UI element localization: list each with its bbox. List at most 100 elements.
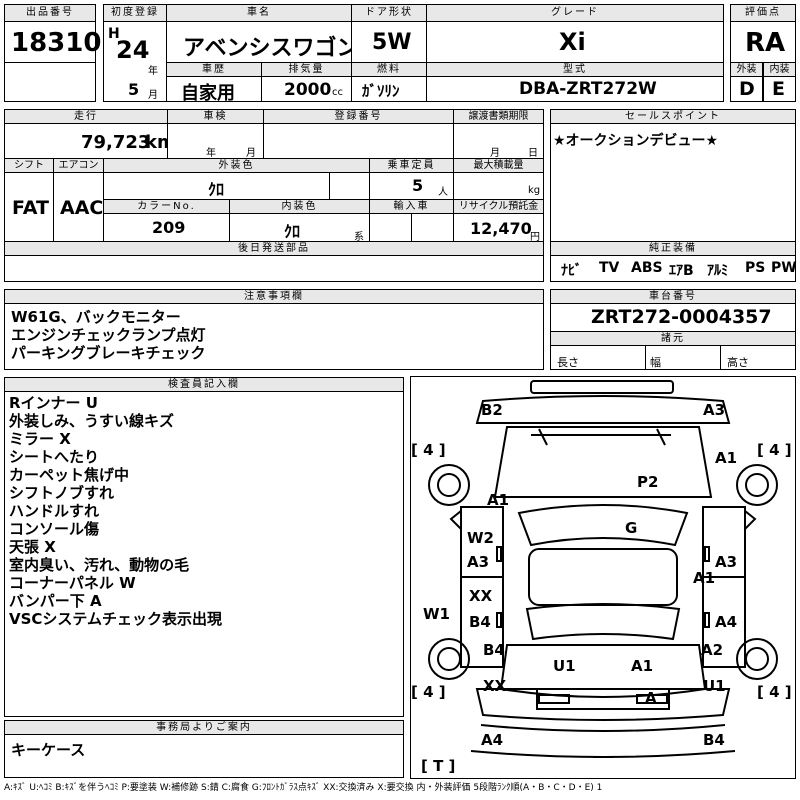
- notes-line: パーキングブレーキチェック: [11, 344, 206, 362]
- capacity: 5: [412, 176, 424, 195]
- year-unit: 年: [148, 66, 158, 77]
- max-load-unit: kg: [528, 185, 541, 196]
- chassis-label: 車台番号: [550, 289, 796, 304]
- inspection-month-unit: 月: [246, 148, 256, 159]
- mark-b4-rear-left: B4: [483, 641, 505, 659]
- mark-u1-right: U1: [703, 677, 726, 695]
- car-name: アベンシスワゴン: [183, 36, 359, 61]
- transfer-month-unit: 月: [490, 148, 500, 159]
- mark-xx-left: XX: [469, 587, 493, 605]
- inspector-line: ミラー X: [9, 430, 71, 448]
- office-text: キーケース: [11, 741, 86, 759]
- interior-score: E: [772, 78, 785, 100]
- inspector-line: バンパー下 A: [9, 592, 102, 610]
- shift-box: FAT: [4, 172, 54, 242]
- transfer-label: 譲渡書類期限: [453, 109, 544, 124]
- reg-no-label: 登録番号: [263, 109, 454, 124]
- recycle-unit: 円: [530, 232, 540, 243]
- inspector-label: 検査員記入欄: [4, 377, 404, 392]
- height-box: 高さ: [720, 345, 796, 370]
- inspector-box: Rインナー U 外装しみ、うすい線キズ ミラー X シートへたり カーペット焦げ…: [4, 391, 404, 717]
- exterior-score: D: [739, 78, 755, 100]
- tire-rear-left: [ 4 ]: [411, 683, 446, 701]
- score-box: RA: [730, 21, 796, 63]
- office-box: キーケース: [4, 734, 404, 778]
- tire-rear-right: [ 4 ]: [757, 683, 792, 701]
- interior-box: E: [763, 76, 796, 102]
- model-box: DBA-ZRT272W: [426, 76, 724, 102]
- grade-box: Xi: [426, 21, 724, 63]
- cc-unit: cc: [332, 87, 343, 98]
- mark-xx-bottom: XX: [483, 677, 507, 695]
- color-no-box: 209: [103, 213, 230, 242]
- capacity-box: 5 人: [369, 172, 454, 200]
- color-no: 209: [152, 218, 186, 237]
- transfer-box: 月 日: [453, 123, 544, 159]
- mark-a4-bottom: A4: [481, 731, 504, 749]
- lot-number: 18310: [11, 28, 102, 58]
- mark-a3-right: A3: [715, 553, 738, 571]
- exterior-label: 外装: [730, 62, 763, 77]
- fuel-label: 燃料: [351, 62, 427, 77]
- exterior-box: D: [730, 76, 763, 102]
- inspector-line: 天張 X: [9, 538, 56, 556]
- mark-a1-left: A1: [487, 491, 510, 509]
- reg-month: 5: [128, 80, 140, 99]
- import-label: 輸入車: [369, 199, 454, 214]
- displacement: 2000: [284, 80, 332, 100]
- first-reg-box: H 24 年 5 月: [103, 21, 167, 102]
- equip-box: ﾅﾋﾞ TV ABS ｴｱB ｱﾙﾐ PS PW: [550, 255, 797, 282]
- recycle-box: 12,470 円: [453, 213, 544, 243]
- inspector-line: シートへたり: [9, 448, 100, 466]
- recycle-label: リサイクル預託金: [453, 199, 544, 214]
- inspector-line: VSCシステムチェック表示出現: [9, 610, 222, 628]
- shift: FAT: [12, 197, 49, 219]
- sales-box: ★オークションデビュー★: [550, 123, 796, 242]
- mark-a3-left: A3: [467, 553, 490, 571]
- mileage-box: 79,723 km: [4, 123, 176, 159]
- int-color-label: 内装色: [229, 199, 370, 214]
- car-outline: [428, 380, 778, 758]
- ext-color-blank: [329, 172, 370, 200]
- import-box-a: [369, 213, 412, 242]
- color-no-label: カラーNo.: [103, 199, 230, 214]
- chassis-number: ZRT272-0004357: [591, 306, 772, 328]
- car-name-label: 車名: [166, 4, 352, 22]
- door-box: 5W: [351, 21, 427, 63]
- notes-label: 注意事項欄: [4, 289, 544, 304]
- inspector-line: 外装しみ、うすい線キズ: [9, 412, 175, 430]
- width-label: 幅: [650, 356, 661, 369]
- inspector-line: 室内臭い、汚れ、動物の毛: [9, 556, 190, 574]
- mileage: 79,723: [81, 132, 151, 153]
- tire-front-left: [ 4 ]: [411, 441, 446, 459]
- inspector-line: シフトノブすれ: [9, 484, 115, 502]
- width-box: 幅: [645, 345, 721, 370]
- ext-color: ｸﾛ: [208, 180, 225, 199]
- mark-a4-right: A4: [715, 613, 738, 631]
- dims-label: 諸元: [550, 331, 796, 346]
- mark-w2: W2: [467, 529, 494, 547]
- mark-b4-bottom: B4: [703, 731, 725, 749]
- ac: AAC: [60, 197, 104, 219]
- equip-alloy: ｱﾙﾐ: [707, 263, 728, 279]
- mark-w1: W1: [423, 605, 450, 623]
- recycle: 12,470: [470, 219, 532, 238]
- ac-box: AAC: [53, 172, 104, 242]
- mark-u1-center: U1: [553, 657, 576, 675]
- notes-line: エンジンチェックランプ点灯: [11, 326, 206, 344]
- door-type: 5W: [372, 30, 412, 55]
- length-box: 長さ: [550, 345, 646, 370]
- mileage-label: 走行: [4, 109, 168, 124]
- grade-label: グレード: [426, 4, 724, 22]
- model: DBA-ZRT272W: [519, 79, 657, 99]
- inspector-line: Rインナー U: [9, 394, 98, 412]
- inspector-line: カーペット焦げ中: [9, 466, 130, 484]
- model-label: 型式: [426, 62, 724, 77]
- inspection-year-unit: 年: [206, 148, 216, 159]
- ext-color-box: ｸﾛ: [103, 172, 330, 200]
- height-label: 高さ: [727, 356, 749, 369]
- ext-color-label: 外装色: [103, 158, 370, 173]
- mark-a1-right: A1: [693, 569, 716, 587]
- sales-text: ★オークションデビュー★: [553, 133, 719, 149]
- score-label: 評価点: [730, 4, 796, 22]
